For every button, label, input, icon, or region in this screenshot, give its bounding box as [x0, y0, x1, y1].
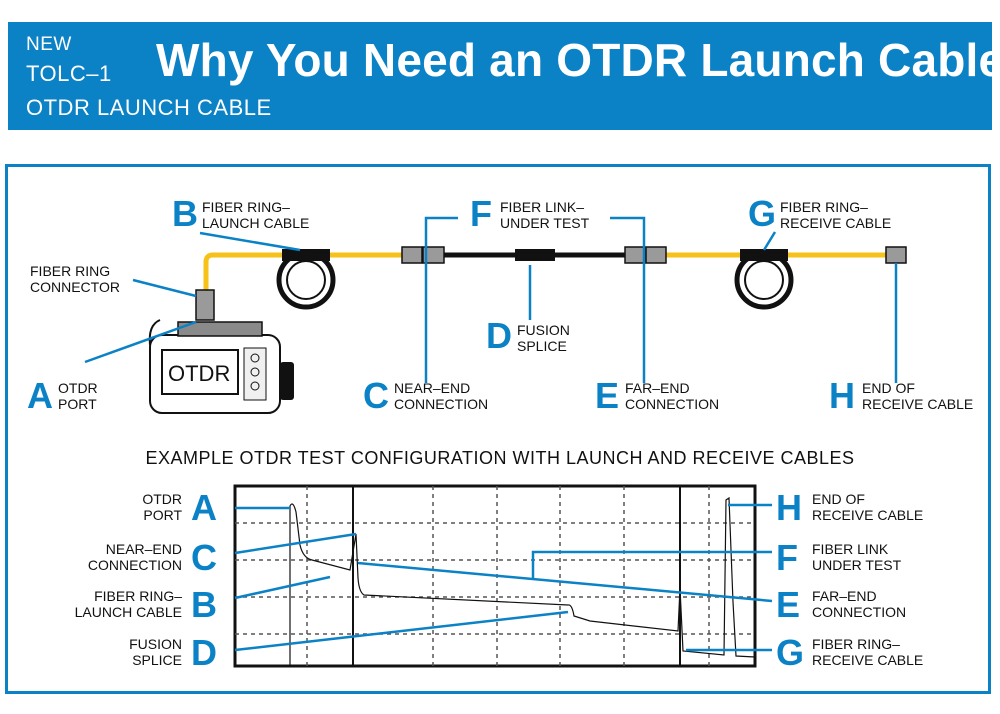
chart-right-letter-G: G: [776, 632, 805, 673]
chart-left-letter-A: A: [191, 487, 217, 528]
launch-cable-ring: [276, 249, 336, 310]
header-banner: NEW TOLC–1 OTDR LAUNCH CABLE Why You Nee…: [8, 22, 1000, 130]
chart-title: EXAMPLE OTDR TEST CONFIGURATION WITH LAU…: [145, 448, 855, 468]
label-G-text: FIBER RING–RECEIVE CABLE: [780, 199, 892, 231]
label-D-letter: D: [486, 315, 512, 356]
label-G-letter: G: [748, 193, 777, 234]
top-leader-lines: [84, 216, 898, 383]
model-label: TOLC–1: [26, 61, 112, 86]
otdr-instrument: [148, 319, 294, 414]
chart-right-label-G: FIBER RING–RECEIVE CABLE: [812, 636, 924, 668]
new-label: NEW: [26, 34, 72, 55]
chart-left-letter-D: D: [191, 632, 217, 673]
label-H-letter: H: [829, 375, 855, 416]
page-title: Why You Need an OTDR Launch Cable?: [156, 34, 1000, 86]
label-A-letter: A: [27, 375, 53, 416]
near-end-connector: [401, 246, 445, 264]
product-label: OTDR LAUNCH CABLE: [26, 95, 272, 120]
receive-cable-ring: [734, 249, 794, 310]
fusion-splice-sleeve: [515, 249, 555, 261]
chart-left-letter-B: B: [191, 584, 217, 625]
chart-right-letter-E: E: [776, 584, 801, 625]
label-C-letter: C: [363, 375, 389, 416]
label-E-letter: E: [595, 375, 620, 416]
label-B-letter: B: [172, 193, 198, 234]
receive-end-connector: [885, 246, 907, 264]
otdr-screen-label: OTDR: [168, 361, 231, 386]
otdr-trace-chart: [233, 484, 757, 668]
chart-left-letter-C: C: [191, 537, 217, 578]
label-F-letter: F: [470, 193, 492, 234]
chart-leader-lines: [234, 503, 773, 652]
far-end-connector: [624, 246, 667, 264]
label-F-text: FIBER LINK–UNDER TEST: [500, 199, 590, 231]
chart-right-letter-H: H: [776, 487, 802, 528]
diagram-frame: [5, 164, 991, 694]
chart-left-label-B: FIBER RING–LAUNCH CABLE: [74, 588, 182, 620]
label-B-text: FIBER RING–LAUNCH CABLE: [202, 199, 310, 231]
fiber-ring-connector: [195, 289, 215, 321]
chart-right-letter-F: F: [776, 537, 798, 578]
otdr-trace-line: [289, 496, 756, 666]
